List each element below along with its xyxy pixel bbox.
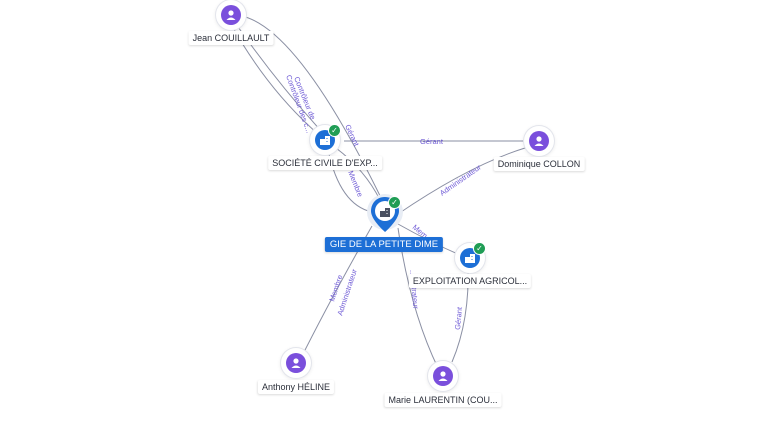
node-label-marie[interactable]: Marie LAURENTIN (COU... [384, 393, 502, 407]
node-societe-civile[interactable]: ✓ [310, 124, 341, 155]
edge-dominique-gie [397, 147, 526, 215]
node-gie-petite-dime[interactable]: ✓ [366, 194, 404, 236]
node-dominique-collon[interactable] [524, 126, 554, 156]
node-label-gie[interactable]: GIE DE LA PETITE DIME [324, 237, 444, 252]
node-jean-couillault[interactable] [216, 0, 246, 30]
node-anthony-heline[interactable] [281, 348, 311, 378]
node-label-jean[interactable]: Jean COUILLAULT [188, 31, 274, 45]
edge-label-dominique-gie: Administrateur [438, 162, 483, 197]
node-exploitation-agricole[interactable]: ✓ [455, 242, 486, 273]
verified-check-icon: ✓ [473, 242, 486, 255]
edge-label-jean-gie: Gérant [343, 123, 361, 148]
person-icon [529, 131, 549, 151]
node-label-exploitation[interactable]: EXPLOITATION AGRICOL... [408, 274, 532, 288]
person-icon [433, 366, 453, 386]
edge-label-dominique-societe: Gérant [420, 137, 444, 146]
building-icon [379, 205, 391, 217]
edge-label-marie-exploitation: Gérant [453, 306, 464, 331]
verified-check-icon: ✓ [328, 124, 341, 137]
person-icon [221, 5, 241, 25]
node-label-dominique[interactable]: Dominique COLLON [493, 157, 585, 171]
node-label-societe[interactable]: SOCIÉTÉ CIVILE D'EXP... [268, 156, 382, 170]
edge-societe-gie-2 [335, 147, 381, 201]
node-marie-laurentin[interactable] [428, 361, 458, 391]
verified-check-icon: ✓ [388, 196, 401, 209]
edge-label-societe-gie: Membre [346, 169, 365, 198]
node-label-anthony[interactable]: Anthony HÉLINE [257, 380, 335, 394]
person-icon [286, 353, 306, 373]
